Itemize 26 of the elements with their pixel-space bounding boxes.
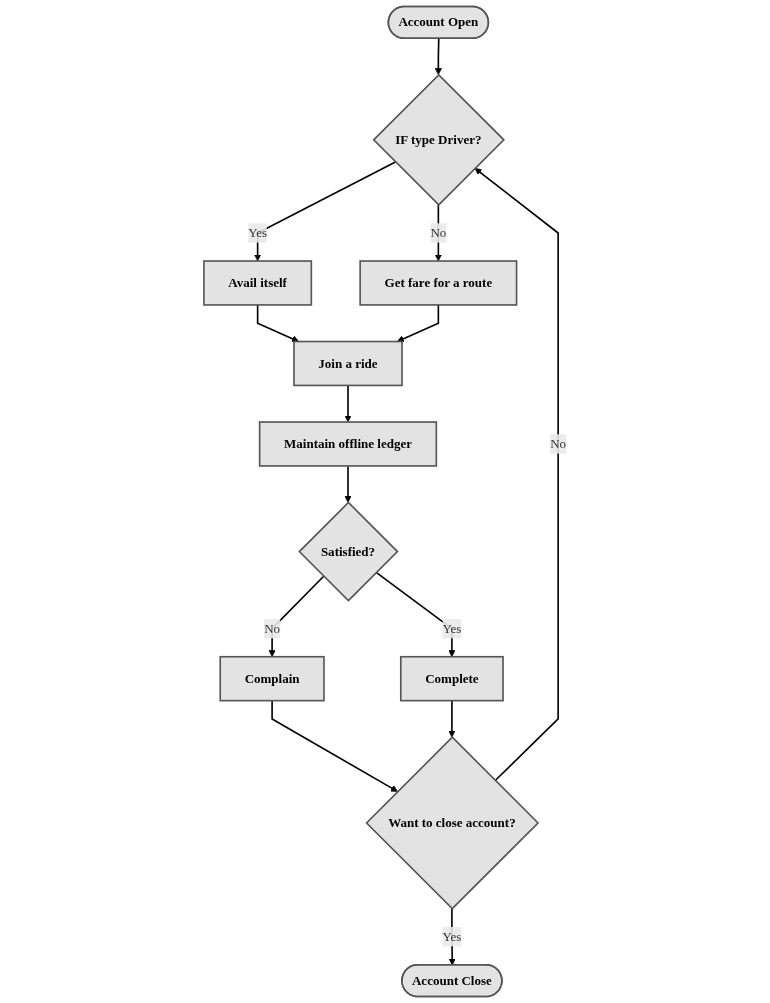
arrow: [268, 575, 325, 658]
edge-label: No: [430, 225, 447, 240]
arrow: [344, 384, 352, 423]
node-box: Complete: [399, 655, 504, 702]
arrow: [271, 699, 398, 792]
arrow: [254, 161, 397, 262]
node-diamond: IF type Driver?: [372, 73, 505, 207]
node-box: Maintain offline ledger: [258, 421, 438, 467]
arrow: [396, 304, 440, 343]
arrow: [474, 168, 559, 782]
edge-label: Yes: [442, 929, 462, 944]
edge-label: Yes: [442, 621, 462, 636]
node-box: Complain: [219, 655, 325, 702]
edge-label: No: [264, 621, 281, 636]
node-diamond: Want to close account?: [365, 736, 540, 910]
arrow: [448, 699, 456, 738]
edge-label: No: [550, 436, 567, 451]
node-box: Join a ride: [293, 340, 403, 387]
arrow: [344, 465, 352, 503]
arrow: [256, 304, 300, 343]
node-box: Get fare for a route: [359, 260, 518, 306]
arrow: [375, 571, 456, 658]
node-box: Avail itself: [203, 260, 313, 306]
node-diamond: Satisfied?: [298, 501, 399, 602]
arrow: [434, 37, 442, 76]
edge-label: Yes: [248, 225, 268, 240]
